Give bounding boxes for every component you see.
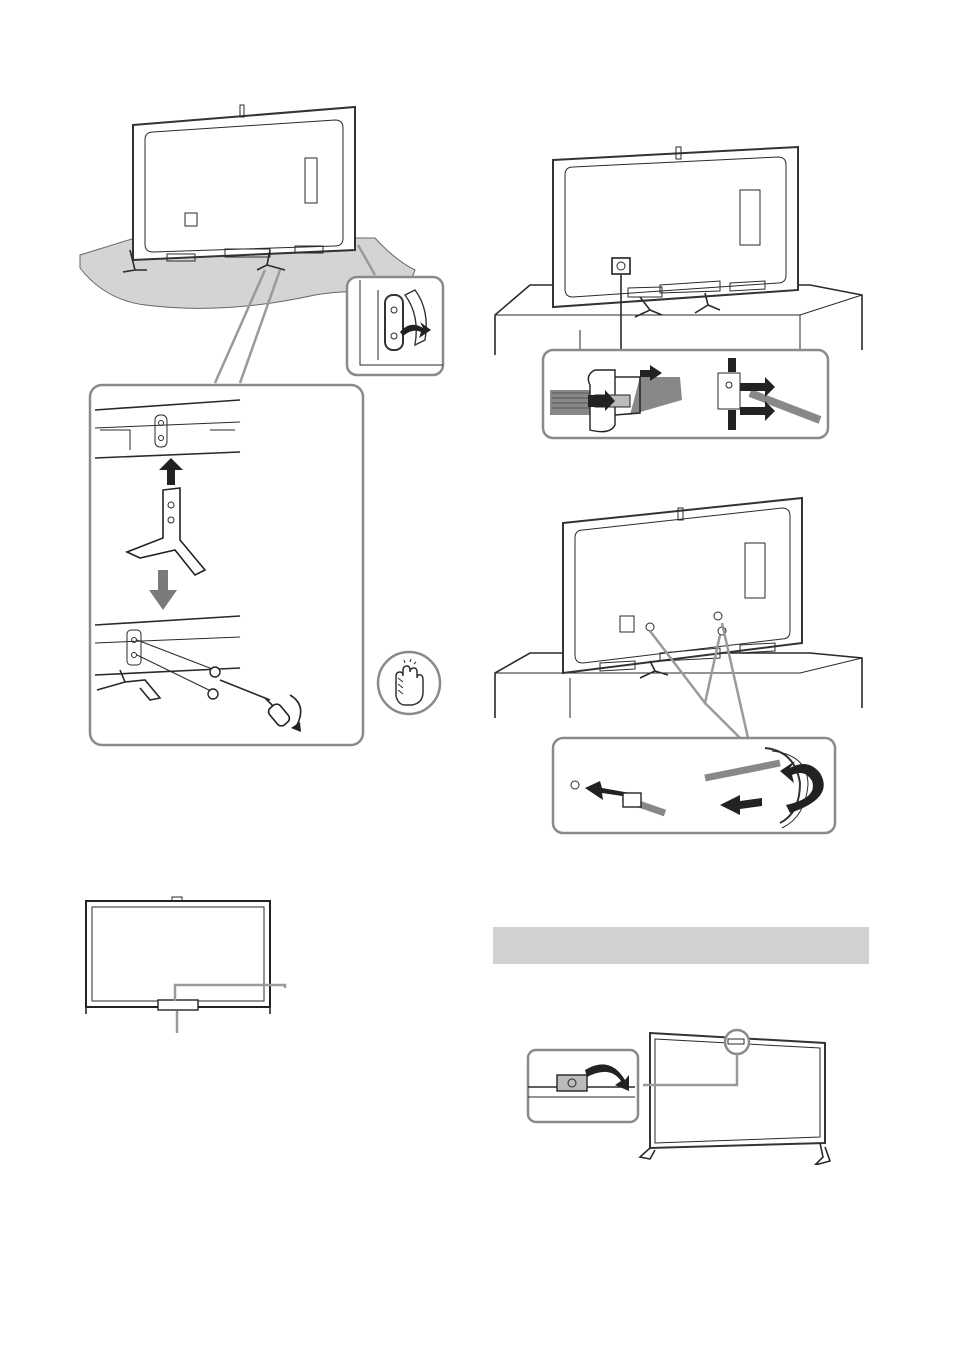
- camera-flip-illustration: [525, 1025, 840, 1165]
- cable-binding-figure: [490, 493, 868, 838]
- hand-tighten-icon: [374, 648, 444, 718]
- tv-front-illustration: [80, 893, 300, 1033]
- camera-flip-figure: [525, 1025, 840, 1165]
- tv-front-figure: [80, 893, 300, 1033]
- cable-binding-illustration: [490, 493, 868, 838]
- section-header-banner: [493, 927, 869, 964]
- cable-holder-illustration: [490, 145, 868, 445]
- cable-clip-figure: [490, 145, 868, 445]
